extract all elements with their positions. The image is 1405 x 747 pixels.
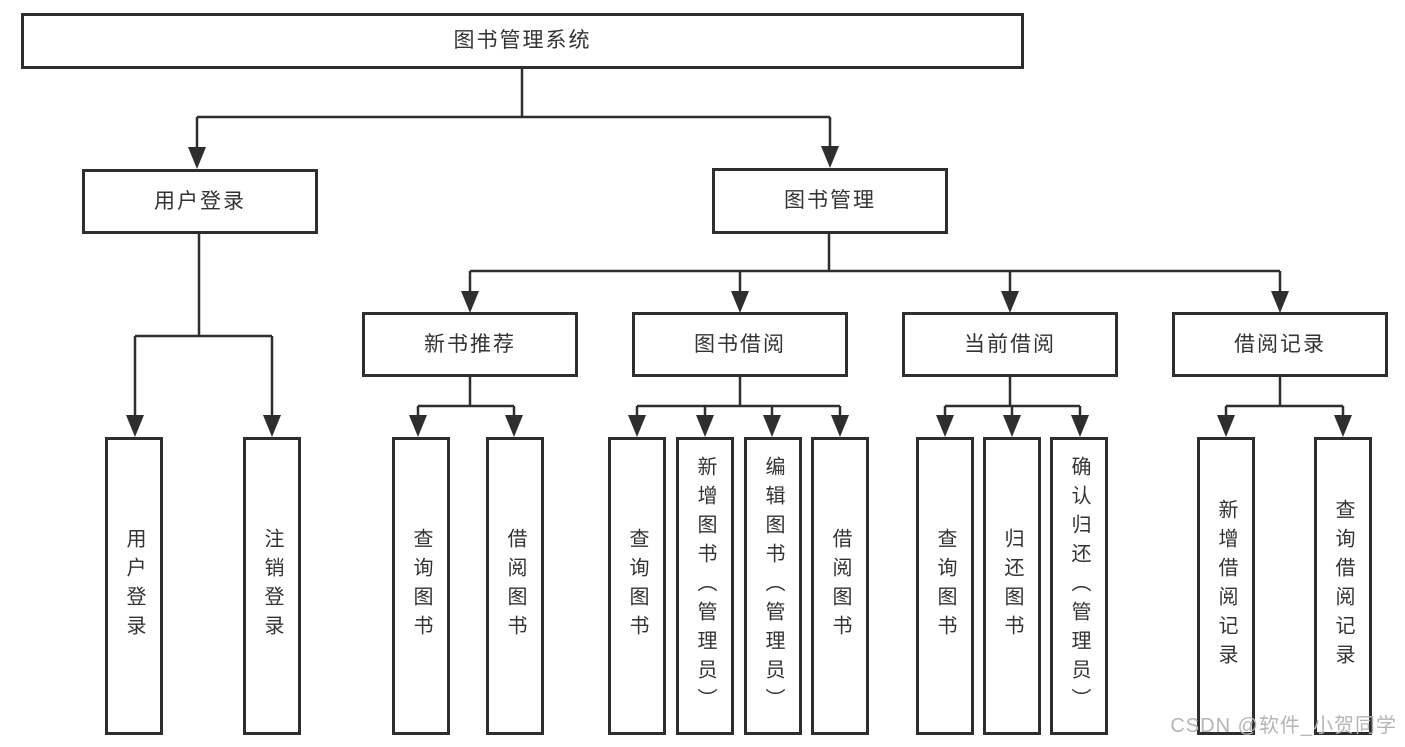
leaf-query-books-current: 查询图书 xyxy=(916,437,974,735)
node-root-system: 图书管理系统 xyxy=(21,13,1024,69)
node-new-book-recommend: 新书推荐 xyxy=(362,312,578,377)
node-current-borrow: 当前借阅 xyxy=(902,312,1118,377)
leaf-add-borrow-record: 新增借阅记录 xyxy=(1197,437,1255,735)
leaf-confirm-return-admin: 确认归还（管理员） xyxy=(1050,437,1108,735)
node-borrow-records: 借阅记录 xyxy=(1172,312,1388,377)
leaf-borrow-books: 借阅图书 xyxy=(811,437,869,735)
leaf-add-books-admin: 新增图书（管理员） xyxy=(676,437,734,735)
leaf-query-books-recommend: 查询图书 xyxy=(392,437,450,735)
node-user-login: 用户登录 xyxy=(82,169,318,234)
leaf-return-books: 归还图书 xyxy=(983,437,1041,735)
leaf-user-login: 用户登录 xyxy=(105,437,163,735)
node-book-borrow: 图书借阅 xyxy=(632,312,848,377)
leaf-edit-books-admin: 编辑图书（管理员） xyxy=(744,437,802,735)
leaf-logout-login: 注销登录 xyxy=(243,437,301,735)
leaf-query-borrow-record: 查询借阅记录 xyxy=(1314,437,1372,735)
arrowheads xyxy=(126,146,1352,437)
leaf-query-books-borrow: 查询图书 xyxy=(608,437,666,735)
node-book-management: 图书管理 xyxy=(712,168,948,234)
csdn-watermark: CSDN @软件_小贺同学 xyxy=(1170,715,1397,737)
leaf-borrow-books-recommend: 借阅图书 xyxy=(486,437,544,735)
